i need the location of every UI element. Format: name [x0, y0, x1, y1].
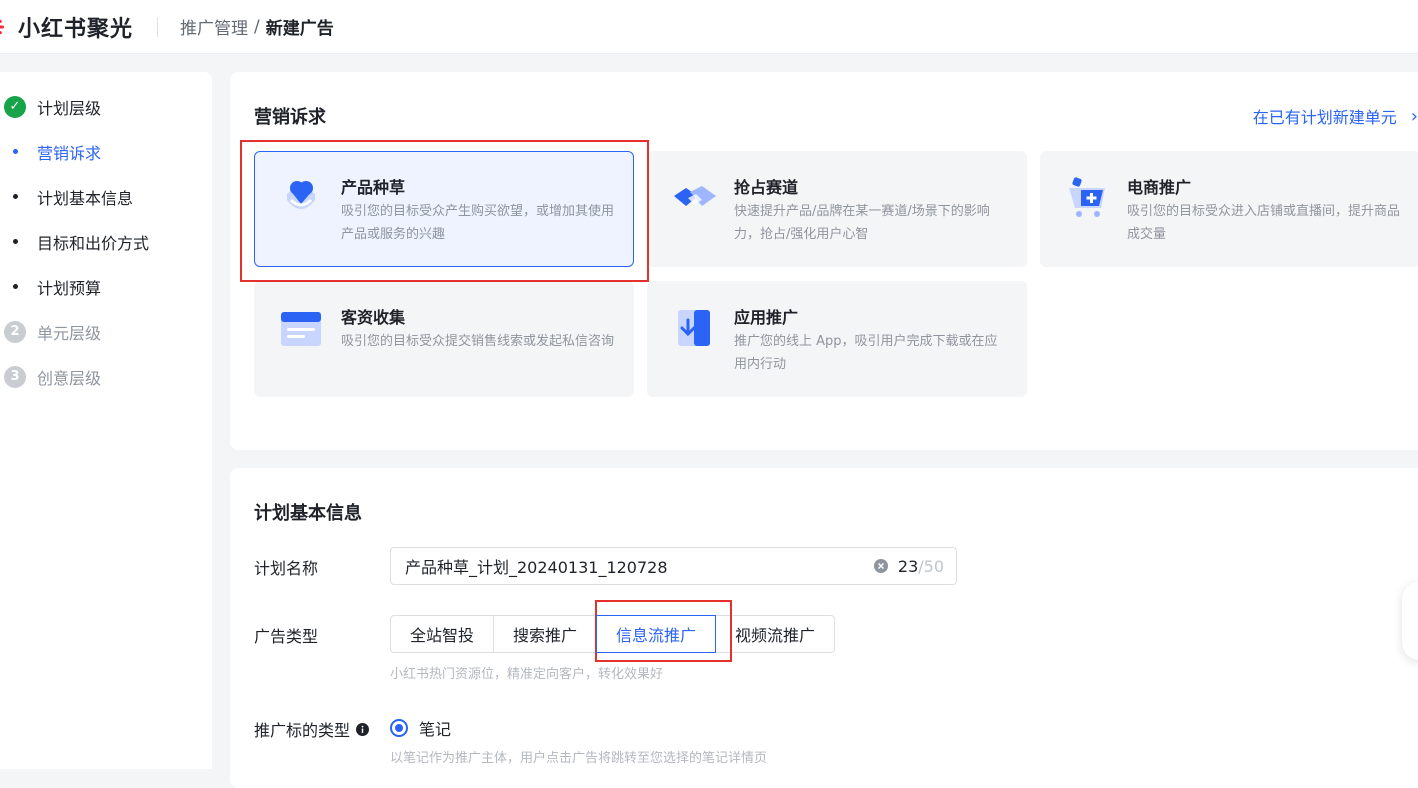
info-icon[interactable]	[356, 722, 370, 736]
option-title: 产品种草	[341, 178, 406, 197]
floating-side-handle[interactable]	[1402, 582, 1418, 660]
step-label: 创意层级	[37, 368, 102, 388]
option-desc: 吸引您的目标受众产生购买欲望，或增加其使用产品或服务的兴趣	[341, 204, 615, 242]
step-number-badge: 2	[4, 320, 26, 343]
step-basic-info[interactable]: 计划基本信息	[0, 174, 212, 219]
step-label: 计划基本信息	[37, 188, 134, 208]
section-title-marketing: 营销诉求	[254, 107, 326, 128]
option-ecommerce[interactable]: 电商推广 吸引您的目标受众进入店铺或直播间，提升商品成交量	[1040, 151, 1418, 267]
option-title: 客资收集	[341, 308, 406, 327]
breadcrumb: 推广管理 / 新建广告	[180, 14, 334, 40]
plan-name-field[interactable]: 23/50	[390, 547, 957, 585]
option-title: 应用推广	[734, 308, 799, 327]
cart-icon	[1069, 177, 1105, 217]
option-desc: 快速提升产品/品牌在某一赛道/场景下的影响力，抢占/强化用户心智	[734, 204, 990, 242]
option-seize-track[interactable]: 抢占赛道 快速提升产品/品牌在某一赛道/场景下的影响力，抢占/强化用户心智	[647, 151, 1027, 267]
marketing-goal-card: 营销诉求 在已有计划新建单元 › 产品种草 吸引您的目标受众产生购买欲望，或增加…	[230, 72, 1418, 450]
option-title: 电商推广	[1127, 178, 1192, 197]
step-plan-budget[interactable]: 计划预算	[0, 264, 212, 309]
brand-name: 小红书聚光	[18, 16, 134, 42]
step-label: 目标和出价方式	[37, 233, 150, 253]
step-sidebar: ✓ 计划层级 营销诉求 计划基本信息 目标和出价方式 计划预算 2 单元层级 3…	[0, 72, 212, 769]
plan-name-input[interactable]	[403, 555, 874, 577]
chevron-right-icon: ›	[1410, 105, 1418, 127]
option-desc: 推广您的线上 App，吸引用户完成下载或在应用内行动	[734, 334, 998, 372]
char-counter: 23/50	[898, 557, 944, 576]
bullet-icon	[13, 149, 18, 154]
check-icon: ✓	[4, 95, 26, 118]
plan-name-label: 计划名称	[254, 559, 319, 578]
target-type-hint: 以笔记作为推广主体，用户点击广告将跳转至您选择的笔记详情页	[390, 751, 768, 766]
ad-type-feed[interactable]: 信息流推广	[596, 615, 717, 653]
link-label: 在已有计划新建单元	[1252, 108, 1397, 127]
char-count: 23	[897, 556, 919, 576]
bullet-icon	[13, 239, 18, 244]
step-label: 计划预算	[37, 278, 102, 298]
target-type-label-row: 推广标的类型	[254, 717, 370, 741]
radio-checked-icon	[390, 719, 408, 737]
step-unit-level[interactable]: 2 单元层级	[0, 309, 212, 354]
app-download-icon	[678, 310, 710, 346]
char-max: /50	[918, 556, 944, 576]
ad-type-label: 广告类型	[254, 627, 319, 646]
form-icon	[281, 312, 321, 346]
breadcrumb-promotion-management[interactable]: 推广管理	[180, 19, 249, 39]
brand-flower-icon	[0, 17, 4, 36]
option-desc: 吸引您的目标受众进入店铺或直播间，提升商品成交量	[1127, 204, 1401, 242]
target-type-label: 推广标的类型	[254, 721, 351, 740]
option-app-promotion[interactable]: 应用推广 推广您的线上 App，吸引用户完成下载或在应用内行动	[647, 281, 1027, 397]
option-product-seeding[interactable]: 产品种草 吸引您的目标受众产生购买欲望，或增加其使用产品或服务的兴趣	[254, 151, 634, 267]
ad-type-hint: 小红书热门资源位，精准定向客户，转化效果好	[390, 667, 664, 682]
header-divider	[157, 16, 159, 37]
seed-icon	[287, 181, 315, 209]
step-plan-level[interactable]: ✓ 计划层级	[0, 84, 212, 129]
new-unit-in-existing-plan-link[interactable]: 在已有计划新建单元 ›	[1253, 104, 1418, 128]
ad-type-full-site[interactable]: 全站智投	[390, 615, 495, 653]
breadcrumb-separator: /	[254, 16, 260, 37]
step-marketing-goal[interactable]: 营销诉求	[0, 129, 212, 174]
radio-label: 笔记	[419, 720, 452, 739]
ad-type-segmented-control: 全站智投 搜索推广 信息流推广 视频流推广	[390, 615, 836, 653]
step-number-badge: 3	[4, 365, 26, 388]
ad-type-video-feed[interactable]: 视频流推广	[715, 615, 836, 653]
bullet-icon	[13, 194, 18, 199]
brand-logo[interactable]: 小红书聚光	[0, 11, 133, 43]
bullet-icon	[13, 284, 18, 289]
handshake-icon	[674, 186, 716, 206]
target-type-note-radio[interactable]: 笔记	[390, 716, 451, 740]
step-label: 营销诉求	[37, 143, 102, 163]
clear-icon[interactable]	[873, 559, 888, 573]
ad-type-search[interactable]: 搜索推广	[493, 615, 598, 653]
section-title-basic-info: 计划基本信息	[254, 503, 362, 524]
basic-info-card: 计划基本信息 计划名称 23/50 广告类型 全站智投 搜索推广 信息流推广 视…	[230, 468, 1418, 788]
option-lead-collection[interactable]: 客资收集 吸引您的目标受众提交销售线索或发起私信咨询	[254, 281, 634, 397]
breadcrumb-current: 新建广告	[265, 19, 334, 39]
step-creative-level[interactable]: 3 创意层级	[0, 354, 212, 399]
top-bar: 小红书聚光 推广管理 / 新建广告	[0, 0, 1418, 54]
step-label: 单元层级	[37, 323, 102, 343]
step-target-bidding[interactable]: 目标和出价方式	[0, 219, 212, 264]
option-desc: 吸引您的目标受众提交销售线索或发起私信咨询	[341, 334, 615, 349]
option-title: 抢占赛道	[734, 178, 799, 197]
step-label: 计划层级	[37, 98, 102, 118]
